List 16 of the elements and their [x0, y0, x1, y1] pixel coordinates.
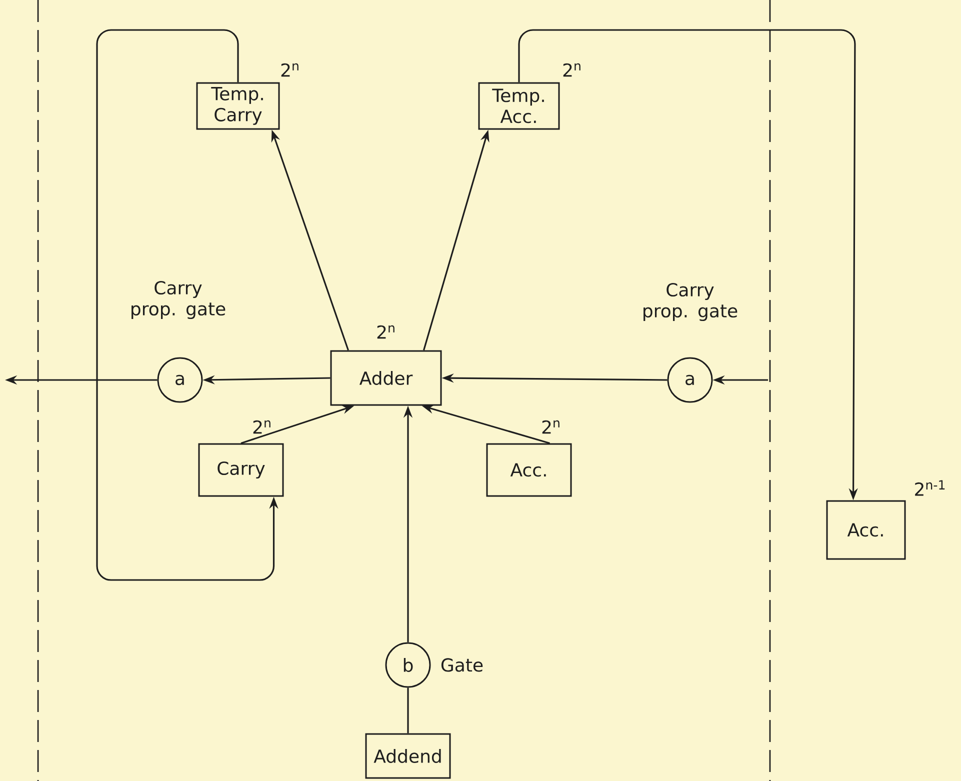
side-label: 2$^{n}$ [253, 420, 270, 434]
side-label: 2$^{n}$ [563, 63, 580, 77]
register-box: Carry [198, 443, 284, 497]
side-label: 2$^{n}$ [377, 325, 394, 339]
side-label: Carry prop. gate [644, 282, 738, 322]
register-box: Addend [365, 733, 451, 779]
register-box: Acc. [826, 500, 906, 560]
side-label: 2$^{n-1}$ [915, 480, 945, 496]
side-label: 2$^{n}$ [281, 63, 298, 77]
register-box: Adder [330, 350, 442, 406]
side-label: 2$^{n}$ [542, 420, 560, 434]
register-box: Temp. Acc. [478, 82, 560, 130]
register-box: Acc. [486, 443, 572, 497]
side-label: Gate [441, 658, 483, 672]
register-box: Temp. Carry [196, 82, 280, 130]
side-label: Carry prop. gate [132, 280, 226, 320]
